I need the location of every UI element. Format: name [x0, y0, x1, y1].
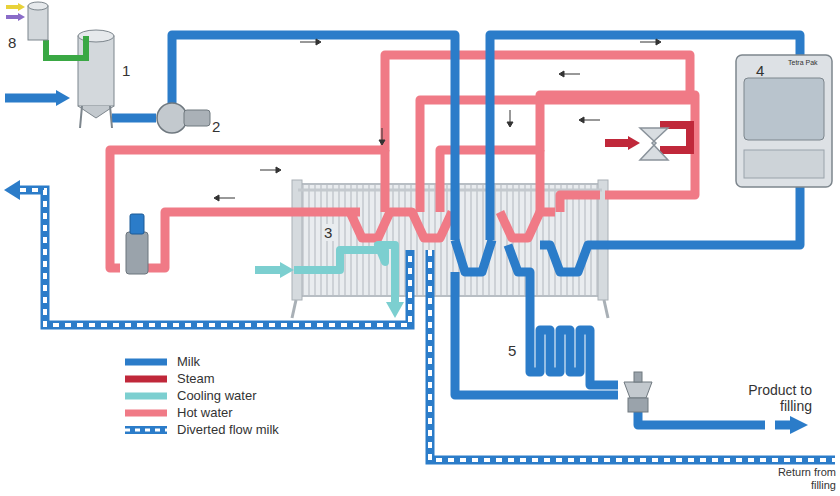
legend-text: Steam: [177, 371, 215, 386]
hot-water-pump: [126, 214, 148, 274]
product-arrow: [790, 416, 808, 434]
callout-number: 5: [508, 342, 516, 359]
callout-number: 1: [122, 62, 130, 79]
legend-swatch: [125, 393, 167, 400]
callout-number: 3: [322, 224, 334, 241]
callout-number: 4: [756, 62, 764, 79]
legend-swatch: [125, 359, 167, 366]
dosing-tank: [6, 2, 86, 58]
steam-injector: [605, 125, 690, 160]
milk-inlet-arrow: [56, 90, 70, 106]
legend-text: Cooling water: [177, 388, 257, 403]
legend-swatch-dash: [125, 429, 167, 432]
diverted-flow-pipes: [20, 190, 835, 460]
diverted-outlet-arrow: [4, 180, 20, 200]
legend-sample: [125, 362, 167, 363]
hot-water-pipes: [110, 55, 695, 268]
flow-diversion-valve: [624, 372, 652, 412]
brand-label: Tetra Pak: [788, 59, 818, 67]
callout-number: 2: [212, 118, 220, 135]
flow-label: Return from filling: [770, 466, 836, 491]
plate-heat-exchanger: [292, 180, 608, 318]
cooling-water-pipes: [255, 245, 404, 318]
legend-sample: [125, 413, 167, 414]
legend-sample: [125, 379, 167, 380]
filling-machine: [736, 55, 832, 187]
legend-swatch: [125, 376, 167, 383]
legend-text: Milk: [177, 354, 200, 369]
legend-swatch: [125, 426, 167, 434]
legend-text: Diverted flow milk: [177, 422, 279, 437]
flow-label: Product to filling: [742, 382, 812, 414]
flow-arrows: [214, 39, 661, 201]
legend-sample: [125, 396, 167, 397]
feed-pump: [157, 103, 210, 133]
milk-pipes: [5, 35, 800, 425]
legend-sample: [125, 430, 167, 431]
legend-swatch: [125, 410, 167, 417]
legend-text: Hot water: [177, 405, 233, 420]
callout-number: 8: [8, 34, 16, 51]
